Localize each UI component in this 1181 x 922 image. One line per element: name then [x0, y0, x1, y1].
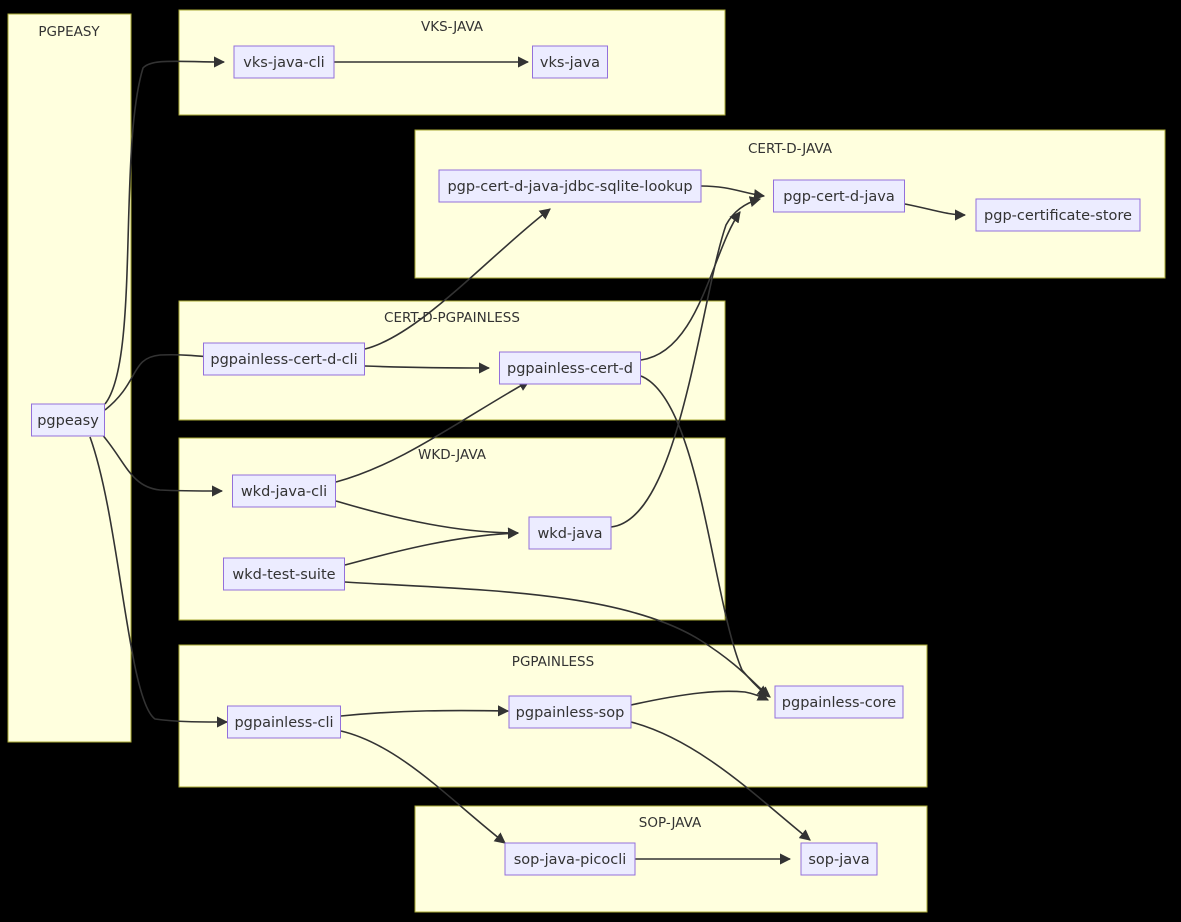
edge-wkd-test-suite-to-pgpainless-core	[344, 581, 771, 698]
cluster-title: CERT-D-PGPAINLESS	[384, 310, 520, 326]
edge-wkd-java-cli-to-wkd-java	[335, 500, 520, 539]
node-box[interactable]	[528, 516, 612, 550]
edge-pgp-cert-d-java-jdbc-sqlite-lookup-to-pgp-cert-d-java	[700, 185, 766, 201]
edge-pgpainless-cert-d-cli-to-pgp-cert-d-java-jdbc-sqlite-lookup	[364, 208, 551, 350]
node-pgpainless-core[interactable]: pgpainless-core	[774, 685, 904, 719]
node-box[interactable]	[233, 45, 335, 79]
edge-wkd-java-to-pgp-cert-d-java	[610, 196, 762, 528]
node-box[interactable]	[438, 169, 702, 203]
edges-layer	[89, 56, 967, 865]
node-label: wkd-test-suite	[232, 567, 335, 583]
edge-pgpainless-cert-d-to-pgp-cert-d-java	[640, 211, 741, 361]
edge-pgpeasy-to-pgpainless-cli	[89, 436, 229, 728]
node-box[interactable]	[774, 685, 904, 719]
nodes-layer: pgpeasy vks-java-cli vks-java pgp-cert-d-ja…	[31, 45, 1141, 876]
node-sop-java-picocli[interactable]: sop-java-picocli	[504, 842, 636, 876]
clusters-layer: PGPEASY VKS-JAVA CERT-D-JAVA CERT-D-PGPAINL…	[7, 9, 1166, 913]
node-box[interactable]	[31, 403, 105, 437]
node-label: wkd-java-cli	[241, 484, 327, 500]
cluster-title: PGPEASY	[38, 24, 100, 40]
node-box[interactable]	[532, 45, 608, 79]
node-pgp-certificate-store[interactable]: pgp-certificate-store	[975, 198, 1141, 232]
node-vks-java-cli[interactable]: vks-java-cli	[233, 45, 335, 79]
edge-wkd-java-cli-to-pgpainless-cert-d	[335, 380, 530, 483]
node-pgpainless-cert-d[interactable]: pgpainless-cert-d	[499, 351, 641, 385]
edge-pgpeasy-to-vks-java-cli	[104, 56, 226, 405]
node-label: pgp-cert-d-java	[783, 189, 894, 205]
node-box[interactable]	[232, 474, 336, 508]
node-label: pgpainless-cert-d	[507, 361, 633, 377]
node-box[interactable]	[773, 179, 905, 213]
cluster-title: VKS-JAVA	[421, 19, 484, 35]
node-pgpainless-cli[interactable]: pgpainless-cli	[227, 705, 341, 739]
edge-pgpainless-cert-d-to-pgpainless-core	[640, 375, 769, 697]
edge-pgpeasy-to-wkd-java-cli	[99, 431, 224, 497]
cluster-title: SOP-JAVA	[639, 815, 702, 831]
node-label: pgp-certificate-store	[984, 208, 1132, 224]
edge-pgpainless-cert-d-cli-to-pgpainless-cert-d	[364, 362, 491, 374]
edge-pgp-cert-d-java-to-pgp-certificate-store	[904, 203, 967, 221]
node-label: pgpainless-sop	[516, 705, 625, 721]
node-box[interactable]	[975, 198, 1141, 232]
cluster-wkd-java: WKD-JAVA	[178, 437, 726, 621]
node-label: vks-java	[540, 55, 600, 71]
node-wkd-java[interactable]: wkd-java	[528, 516, 612, 550]
node-pgpainless-cert-d-cli[interactable]: pgpainless-cert-d-cli	[203, 342, 365, 376]
node-pgp-cert-d-java[interactable]: pgp-cert-d-java	[773, 179, 905, 213]
node-label: vks-java-cli	[243, 55, 324, 71]
node-sop-java[interactable]: sop-java	[800, 842, 878, 876]
node-wkd-java-cli[interactable]: wkd-java-cli	[232, 474, 336, 508]
cluster-title: WKD-JAVA	[418, 447, 487, 463]
node-pgpainless-sop[interactable]: pgpainless-sop	[508, 695, 632, 729]
edge-pgpainless-cli-to-pgpainless-sop	[340, 705, 510, 717]
node-label: pgpainless-cli	[234, 715, 333, 731]
cluster-box	[7, 13, 132, 743]
node-box[interactable]	[203, 342, 365, 376]
node-label: pgpainless-cert-d-cli	[210, 352, 357, 368]
node-label: pgpainless-core	[782, 695, 896, 711]
node-label: sop-java	[808, 852, 869, 868]
edge-pgpeasy-to-pgpainless-cert-d-cli	[104, 351, 224, 411]
node-box[interactable]	[800, 842, 878, 876]
cluster-box	[178, 437, 726, 621]
node-box[interactable]	[508, 695, 632, 729]
node-pgpeasy[interactable]: pgpeasy	[31, 403, 105, 437]
node-wkd-test-suite[interactable]: wkd-test-suite	[223, 557, 345, 591]
cluster-pgpeasy: PGPEASY	[7, 13, 132, 743]
edge-wkd-test-suite-to-wkd-java	[344, 527, 520, 566]
cluster-title: CERT-D-JAVA	[748, 141, 833, 157]
node-box[interactable]	[504, 842, 636, 876]
node-pgp-cert-d-java-jdbc-sqlite-lookup[interactable]: pgp-cert-d-java-jdbc-sqlite-lookup	[438, 169, 702, 203]
edge-pgpainless-cli-to-sop-java-picocli	[340, 730, 506, 844]
node-vks-java[interactable]: vks-java	[532, 45, 608, 79]
node-label: pgpeasy	[37, 413, 99, 429]
node-box[interactable]	[227, 705, 341, 739]
node-label: sop-java-picocli	[514, 852, 627, 868]
edge-pgpainless-sop-to-sop-java	[630, 721, 811, 841]
node-label: wkd-java	[537, 526, 602, 542]
node-box[interactable]	[223, 557, 345, 591]
node-box[interactable]	[499, 351, 641, 385]
edge-pgpainless-sop-to-pgpainless-core	[630, 690, 770, 706]
cluster-title: PGPAINLESS	[512, 654, 594, 670]
node-label: pgp-cert-d-java-jdbc-sqlite-lookup	[447, 179, 692, 195]
